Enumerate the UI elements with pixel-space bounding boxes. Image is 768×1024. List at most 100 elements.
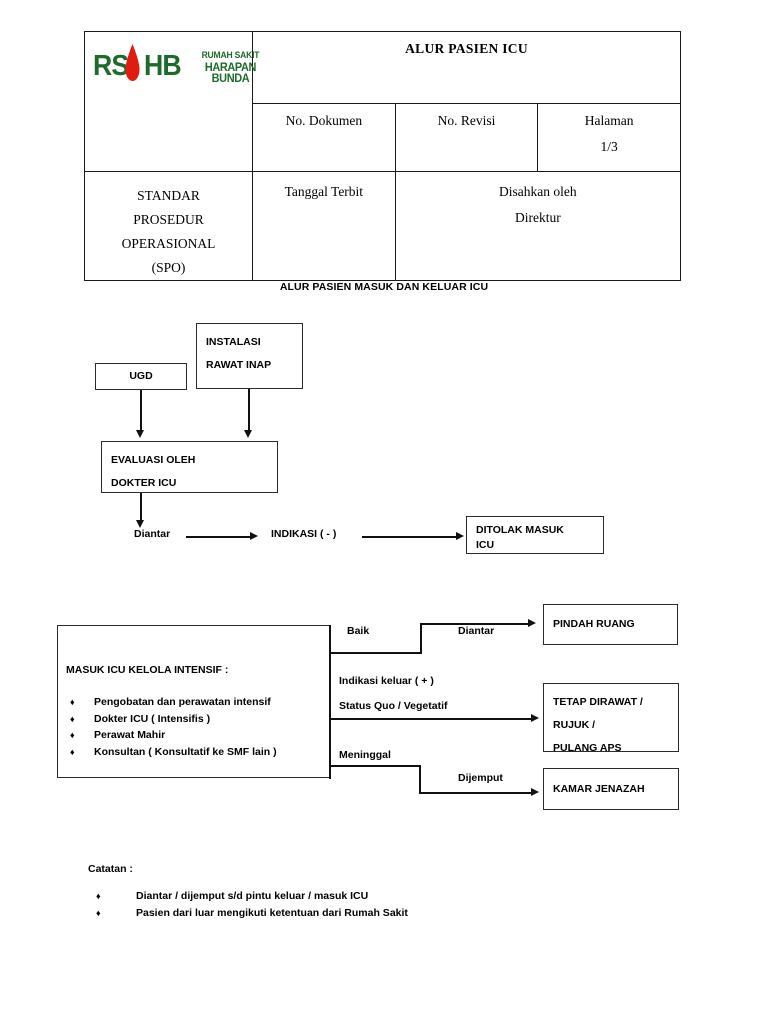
evaluasi-line-1: EVALUASI OLEH <box>111 454 196 466</box>
evaluasi-line-2: DOKTER ICU <box>111 477 177 489</box>
document-title: ALUR PASIEN ICU <box>252 31 681 104</box>
flow-box-ditolak-masuk-icu: DITOLAK MASUK ICU <box>466 516 604 554</box>
value-halaman: 1/3 <box>600 139 618 154</box>
connector-baik-to-pindah <box>420 623 530 625</box>
spo-cell: STANDAR PROSEDUR OPERASIONAL (SPO) <box>84 171 253 281</box>
ditolak-line-1: DITOLAK MASUK <box>476 524 564 536</box>
flow-box-evaluasi-dokter-icu: EVALUASI OLEH DOKTER ICU <box>101 441 278 493</box>
col-no-revisi: No. Revisi <box>394 103 539 172</box>
col-halaman: Halaman 1/3 <box>537 103 681 172</box>
logo-cell: RS HB RUMAH SAKIT HARAPAN BUNDA <box>84 31 260 172</box>
flow-box-masuk-icu-kelola-intensif: MASUK ICU KELOLA INTENSIF : ♦ Pengobatan… <box>57 625 330 778</box>
diamond-bullet-icon: ♦ <box>70 713 75 724</box>
arrowhead-instalasi-to-evaluasi <box>244 430 252 438</box>
flow-label-diantar-1: Diantar <box>134 528 171 540</box>
header-row-3: STANDAR PROSEDUR OPERASIONAL (SPO) Tangg… <box>84 171 682 281</box>
flow-label-indikasi-negatif: INDIKASI ( - ) <box>271 528 337 540</box>
hospital-logo: RS HB RUMAH SAKIT HARAPAN BUNDA <box>85 32 260 94</box>
kamar-jenazah-label: KAMAR JENAZAH <box>553 782 645 795</box>
label-disahkan-oleh: Disahkan oleh <box>499 184 577 199</box>
arrowhead-ugd-to-evaluasi <box>136 430 144 438</box>
connector-baik-vertical <box>420 623 422 653</box>
flow-label-dijemput: Dijemput <box>458 772 503 784</box>
disahkan-cell: Disahkan oleh Direktur <box>394 171 682 281</box>
logo-mark-right: HB <box>144 50 182 82</box>
col-no-dokumen: No. Dokumen <box>252 103 396 172</box>
connector-instalasi-to-evaluasi <box>248 389 250 432</box>
list-item: ♦ Pengobatan dan perawatan intensif <box>58 694 329 711</box>
tetap-line-3: PULANG APS <box>553 742 622 754</box>
logo-mark-left: RS <box>93 50 129 82</box>
label-no-revisi: No. Revisi <box>437 113 496 128</box>
label-tanggal-terbit: Tanggal Terbit <box>284 184 364 199</box>
connector-ugd-to-evaluasi <box>140 390 142 432</box>
diamond-bullet-icon: ♦ <box>70 730 75 740</box>
spo-line-4: (SPO) <box>151 260 186 275</box>
list-item: ♦ Diantar / dijemput s/d pintu keluar / … <box>88 888 408 905</box>
list-item-label: Pengobatan dan perawatan intensif <box>94 696 271 708</box>
connector-meninggal-vertical <box>419 765 421 793</box>
pindah-ruang-label: PINDAH RUANG <box>553 618 635 630</box>
connector-baik-horizontal <box>329 652 422 654</box>
spo-line-1: STANDAR <box>137 188 200 203</box>
spo-line-3: OPERASIONAL <box>121 236 216 251</box>
connector-diantar-to-indikasi <box>186 536 252 538</box>
flow-box-kamar-jenazah: KAMAR JENAZAH <box>543 768 679 810</box>
flow-box-ugd-label: UGD <box>129 370 153 382</box>
connector-masuk-icu-spine <box>329 625 331 779</box>
masuk-icu-title: MASUK ICU KELOLA INTENSIF : <box>66 664 229 676</box>
list-item-label: Diantar / dijemput s/d pintu keluar / ma… <box>136 890 369 902</box>
list-item-label: Pasien dari luar mengikuti ketentuan dar… <box>136 907 408 919</box>
spo-header-table: RS HB RUMAH SAKIT HARAPAN BUNDA ALUR PAS… <box>84 31 682 281</box>
flow-label-status-quo: Status Quo / Vegetatif <box>339 700 448 712</box>
list-item: ♦ Konsultan ( Konsultatif ke SMF lain ) <box>58 744 329 761</box>
arrowhead-diantar-to-indikasi <box>250 532 258 540</box>
list-item-label: Dokter ICU ( Intensifis ) <box>94 712 211 725</box>
arrowhead-meninggal-to-kamar <box>531 788 539 796</box>
ditolak-line-2: ICU <box>476 539 495 551</box>
notes-title: Catatan : <box>88 863 133 875</box>
flow-box-pindah-ruang: PINDAH RUANG <box>543 604 678 645</box>
logo-wordmark: RUMAH SAKIT HARAPAN BUNDA <box>201 50 263 85</box>
spo-line-2: PROSEDUR <box>133 212 204 227</box>
connector-meninggal-to-kamar <box>419 792 533 794</box>
instalasi-line-2: RAWAT INAP <box>206 359 272 371</box>
arrowhead-indikasi-to-ditolak <box>456 532 464 540</box>
tanggal-terbit-cell: Tanggal Terbit <box>252 171 396 281</box>
flow-box-ugd: UGD <box>95 363 187 390</box>
header-row-1: RS HB RUMAH SAKIT HARAPAN BUNDA ALUR PAS… <box>84 31 681 172</box>
diamond-bullet-icon: ♦ <box>70 697 75 707</box>
flow-box-instalasi-rawat-inap: INSTALASI RAWAT INAP <box>196 323 303 389</box>
arrowhead-baik-to-pindah <box>528 619 536 627</box>
list-item-label: Konsultan ( Konsultatif ke SMF lain ) <box>94 745 277 758</box>
connector-meninggal-horizontal <box>329 765 421 767</box>
logo-line-2: HARAPAN BUNDA <box>204 62 257 85</box>
logo-line-1: RUMAH SAKIT <box>201 50 260 60</box>
flowchart-title: ALUR PASIEN MASUK DAN KELUAR ICU <box>279 281 489 293</box>
arrowhead-status-quo-to-tetap <box>531 714 539 722</box>
arrowhead-evaluasi-to-diantar <box>136 520 144 528</box>
masuk-icu-list: ♦ Pengobatan dan perawatan intensif ♦ Do… <box>58 694 329 760</box>
label-direktur: Direktur <box>514 210 561 225</box>
label-halaman: Halaman <box>584 113 634 128</box>
flow-label-meninggal: Meninggal <box>339 749 391 761</box>
header-row-2: No. Dokumen No. Revisi Halaman 1/3 <box>85 103 681 172</box>
tetap-line-2: RUJUK / <box>553 719 596 731</box>
list-item: ♦ Pasien dari luar mengikuti ketentuan d… <box>88 905 408 922</box>
notes-list: ♦ Diantar / dijemput s/d pintu keluar / … <box>88 888 408 922</box>
list-item: ♦ Perawat Mahir <box>58 727 329 744</box>
connector-indikasi-to-ditolak <box>362 536 458 538</box>
flow-label-diantar-2: Diantar <box>458 625 495 637</box>
flow-box-tetap-dirawat: TETAP DIRAWAT / RUJUK / PULANG APS <box>543 683 679 754</box>
list-item-label: Perawat Mahir <box>94 729 166 741</box>
instalasi-line-1: INSTALASI <box>206 336 261 348</box>
connector-evaluasi-to-diantar <box>140 493 142 522</box>
diamond-bullet-icon: ♦ <box>96 908 101 918</box>
connector-status-quo-to-tetap <box>329 718 533 720</box>
list-item: ♦ Dokter ICU ( Intensifis ) <box>58 711 329 728</box>
flow-label-baik: Baik <box>347 625 370 637</box>
diamond-bullet-icon: ♦ <box>70 746 75 757</box>
label-no-dokumen: No. Dokumen <box>285 113 363 128</box>
tetap-line-1: TETAP DIRAWAT / <box>553 696 643 708</box>
